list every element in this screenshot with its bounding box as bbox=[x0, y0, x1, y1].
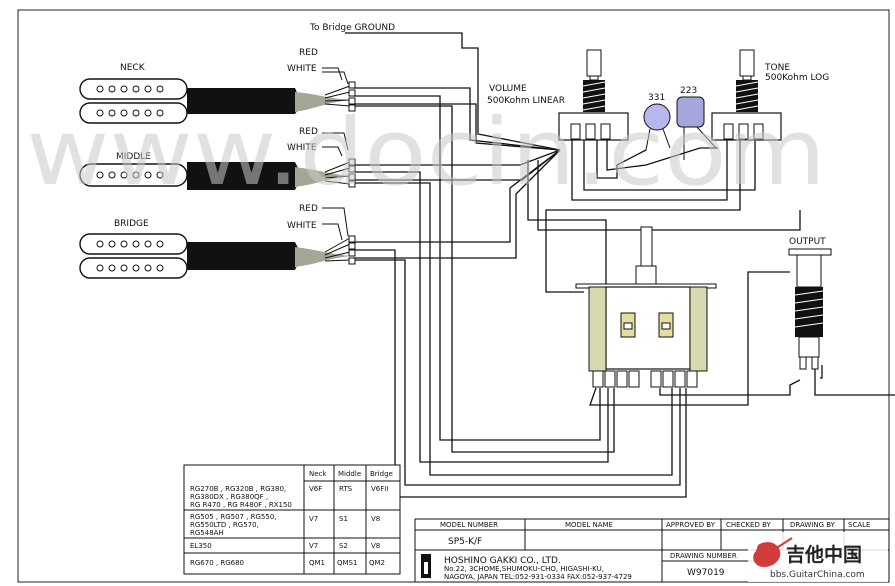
row2-bridge: V8 bbox=[371, 515, 380, 523]
tb-company: HOSHINO GAKKI CO., LTD. bbox=[444, 556, 561, 566]
row2-middle: S1 bbox=[339, 515, 348, 523]
volume-spec-label: 500Kohm LINEAR bbox=[487, 96, 565, 106]
tb-header-scale: SCALE bbox=[848, 521, 870, 529]
row1-middle: RTS bbox=[339, 485, 353, 493]
tone-spec-label: 500Kohm LOG bbox=[765, 73, 829, 83]
middle-white-label: WHITE bbox=[287, 143, 317, 153]
middle-label: MIDDLE bbox=[116, 152, 151, 162]
neck-red-label: RED bbox=[299, 48, 318, 58]
wires bbox=[345, 32, 895, 498]
stamp-chinese: 吉他中国 bbox=[786, 543, 862, 566]
volume-label: VOLUME bbox=[489, 84, 527, 94]
row3-neck: V7 bbox=[309, 542, 318, 550]
volume-pot bbox=[558, 49, 629, 141]
tb-header-model-name: MODEL NAME bbox=[565, 521, 613, 529]
bridge-red-label: RED bbox=[299, 204, 318, 214]
middle-red-label: RED bbox=[299, 127, 318, 137]
guitar-logo-icon bbox=[753, 542, 781, 567]
header-neck: Neck bbox=[309, 470, 327, 478]
tb-header-drawing: DRAWING BY bbox=[790, 521, 836, 529]
bridge-white-label: WHITE bbox=[287, 221, 317, 231]
tb-header-model-number: MODEL NUMBER bbox=[440, 521, 498, 529]
neck-pickup bbox=[79, 78, 350, 124]
tb-model-number: SP5-K/F bbox=[448, 537, 482, 547]
row3-models-1: EL350 bbox=[190, 542, 212, 550]
cap-331-label: 331 bbox=[648, 93, 665, 103]
row1-bridge: V6FII bbox=[371, 485, 388, 493]
row2-models-1: RG505 , RG507 , RG550, bbox=[190, 513, 277, 521]
model-pickup-table: Neck Middle Bridge RG270B , RG320B , RG3… bbox=[183, 464, 401, 575]
output-jack bbox=[788, 248, 832, 370]
row4-middle: QMS1 bbox=[337, 559, 357, 567]
neck-white-label: WHITE bbox=[287, 64, 317, 74]
tb-address-2: NAGOYA, JAPAN TEL:052-931-0334 FAX:052-9… bbox=[444, 573, 632, 581]
bridge-pickup bbox=[79, 233, 350, 279]
header-bridge: Bridge bbox=[370, 470, 393, 478]
row3-bridge: V8 bbox=[371, 542, 380, 550]
hoshino-logo bbox=[421, 554, 431, 578]
pickup-selector-switch bbox=[575, 226, 717, 388]
guitarchina-stamp: 吉他中国 bbs.GuitarChina.com bbox=[748, 532, 888, 582]
bridge-label: BRIDGE bbox=[114, 219, 149, 229]
row4-neck: QM1 bbox=[309, 559, 325, 567]
middle-pickup bbox=[79, 162, 350, 190]
tone-label: TONE bbox=[764, 63, 790, 73]
row1-models-3: RG R470 , RG R480F , RX150 bbox=[190, 501, 292, 509]
tone-pot bbox=[711, 49, 782, 141]
row1-models-1: RG270B , RG320B , RG380, bbox=[190, 485, 286, 493]
row3-middle: S2 bbox=[339, 542, 348, 550]
row2-neck: V7 bbox=[309, 515, 318, 523]
cap-223-label: 223 bbox=[680, 86, 697, 96]
row4-bridge: QM2 bbox=[369, 559, 385, 567]
row4-models-1: RG670 , RG680 bbox=[190, 559, 244, 567]
row1-models-2: RG380DX , RG380QF , bbox=[190, 493, 268, 501]
output-label: OUTPUT bbox=[789, 237, 826, 247]
tb-header-approved: APPROVED BY bbox=[666, 521, 716, 529]
tb-address-1: No.22, 3CHOME,SHUMOKU-CHO, HIGASHI-KU, bbox=[444, 565, 604, 573]
capacitor-331 bbox=[643, 103, 671, 151]
lead-terminals bbox=[348, 81, 356, 265]
bridge-ground-label: To Bridge GROUND bbox=[309, 23, 395, 33]
neck-label: NECK bbox=[120, 63, 146, 73]
capacitor-223 bbox=[676, 96, 717, 160]
stamp-url: bbs.GuitarChina.com bbox=[770, 570, 865, 580]
header-middle: Middle bbox=[338, 470, 361, 478]
row2-models-3: RG548AH bbox=[190, 529, 224, 537]
pickup-lead-wires bbox=[322, 67, 351, 262]
tb-header-checked: CHECKED BY bbox=[726, 521, 772, 529]
tb-drawing-number-label: DRAWING NUMBER bbox=[670, 552, 737, 560]
tb-drawing-number: W97019 bbox=[687, 568, 725, 578]
row1-neck: V6F bbox=[309, 485, 322, 493]
row2-models-2: RG550LTD , RG570, bbox=[190, 521, 259, 529]
watermark: www.docin.com bbox=[26, 99, 826, 206]
